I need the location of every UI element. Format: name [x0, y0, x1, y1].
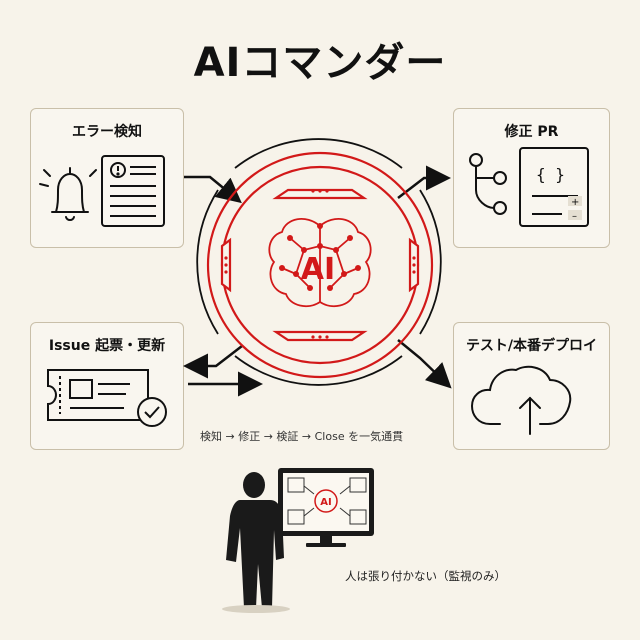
diff-minus-glyph: –: [572, 211, 577, 222]
orbit-arcs: [196, 138, 442, 386]
arrow-ai-to-deploy: [397, 339, 452, 389]
deploy-card: テスト/本番デプロイ: [453, 322, 610, 450]
page-title: AIコマンダー: [193, 40, 447, 86]
person-icon: [222, 472, 290, 613]
alert-document-icon: [101, 155, 165, 227]
fix-pr-card: 修正 PR: [453, 108, 610, 248]
deploy-title: テスト/本番デプロイ: [465, 338, 598, 354]
check-circle-icon: [137, 397, 167, 427]
error-detection-card: エラー検知: [30, 108, 184, 248]
flow-arrows: [183, 165, 452, 397]
git-branch-icon: [469, 153, 507, 215]
issue-card: Issue 起票・更新: [30, 322, 184, 450]
fix-pr-title: 修正 PR: [504, 124, 559, 140]
arrow-ai-to-fix: [397, 165, 451, 199]
flow-caption: 検知 → 修正 → 検証 → Close を一気通貫: [200, 430, 404, 443]
ai-hub-label: AI: [300, 252, 336, 287]
issue-title: Issue 起票・更新: [48, 338, 166, 354]
brain-nodes: [279, 223, 361, 291]
bell-icon: [39, 167, 97, 221]
arrow-ai-to-issue: [183, 345, 243, 379]
error-detection-title: エラー検知: [72, 124, 142, 140]
code-diff-icon: [519, 147, 589, 227]
ticket-icon: [47, 369, 149, 421]
monitor-ai-label: AI: [320, 497, 331, 508]
code-braces-glyph: { }: [536, 165, 565, 184]
diff-plus-glyph: +: [571, 197, 579, 208]
hub-dots: [224, 189, 416, 339]
arrow-error-to-ai: [184, 175, 242, 204]
cloud-upload-icon: [470, 365, 572, 435]
monitor-icon: [278, 468, 374, 547]
monitor-note: 人は張り付かない（監視のみ）: [345, 569, 506, 583]
